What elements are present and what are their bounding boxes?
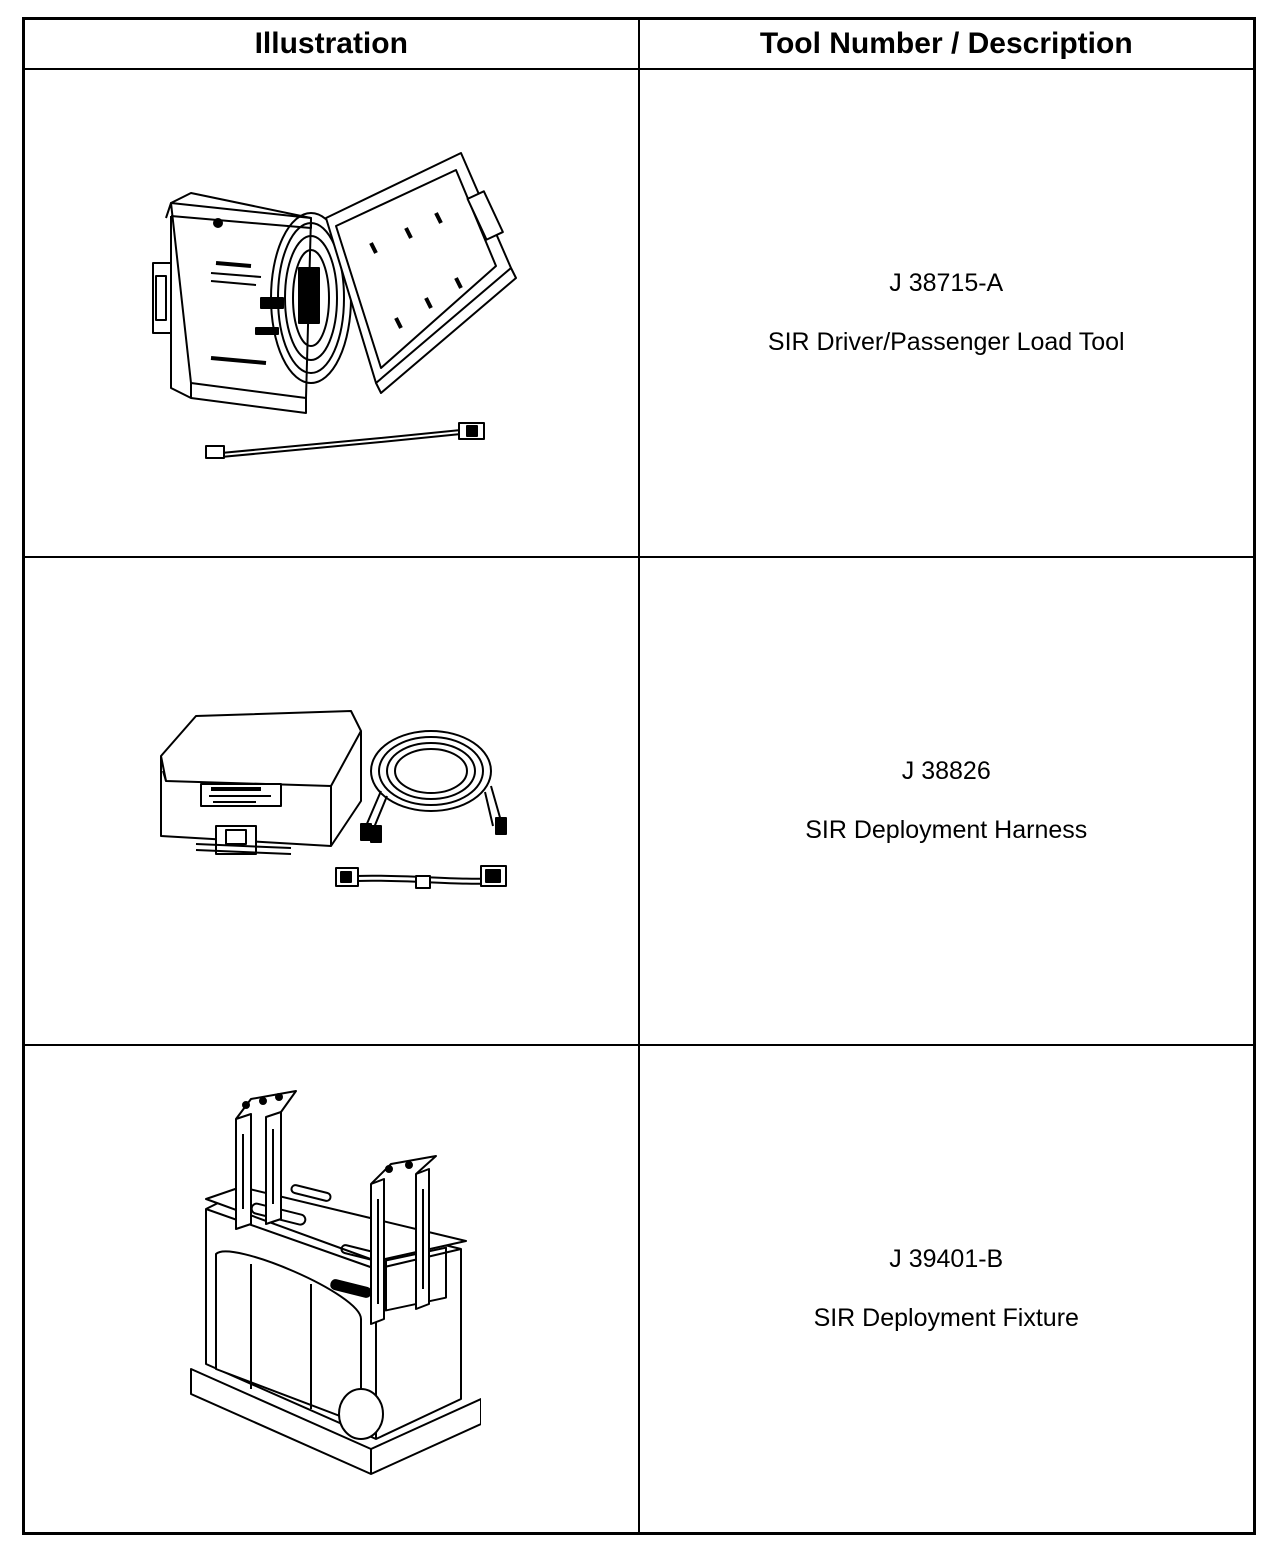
description-cell: J 38715-A SIR Driver/Passenger Load Tool — [637, 68, 1256, 558]
tool-description: SIR Deployment Fixture — [813, 1304, 1079, 1332]
table-row: J 38715-A SIR Driver/Passenger Load Tool — [22, 68, 1256, 558]
deployment-fixture-illustration — [190, 1090, 482, 1475]
tools-table: Illustration Tool Number / Description — [22, 17, 1256, 1535]
tool-description: SIR Deployment Harness — [805, 816, 1088, 844]
load-tool-case-illustration — [152, 152, 518, 459]
tool-description: SIR Driver/Passenger Load Tool — [767, 328, 1125, 356]
tool-number: J 38826 — [901, 757, 991, 785]
deployment-harness-illustration — [160, 710, 508, 889]
illustration-cell — [22, 556, 640, 1046]
header-row: Illustration Tool Number / Description — [22, 17, 1256, 70]
description-cell: J 38826 SIR Deployment Harness — [637, 556, 1256, 1046]
header-illustration: Illustration — [22, 17, 640, 70]
table-row: J 39401-B SIR Deployment Fixture — [22, 1044, 1256, 1535]
illustration-cell — [22, 68, 640, 558]
illustration-cell — [22, 1044, 640, 1535]
description-cell: J 39401-B SIR Deployment Fixture — [637, 1044, 1256, 1535]
tool-number: J 39401-B — [889, 1245, 1004, 1273]
tool-number: J 38715-A — [889, 269, 1004, 297]
header-tool-description: Tool Number / Description — [637, 17, 1256, 70]
table-row: J 38826 SIR Deployment Harness — [22, 556, 1256, 1046]
